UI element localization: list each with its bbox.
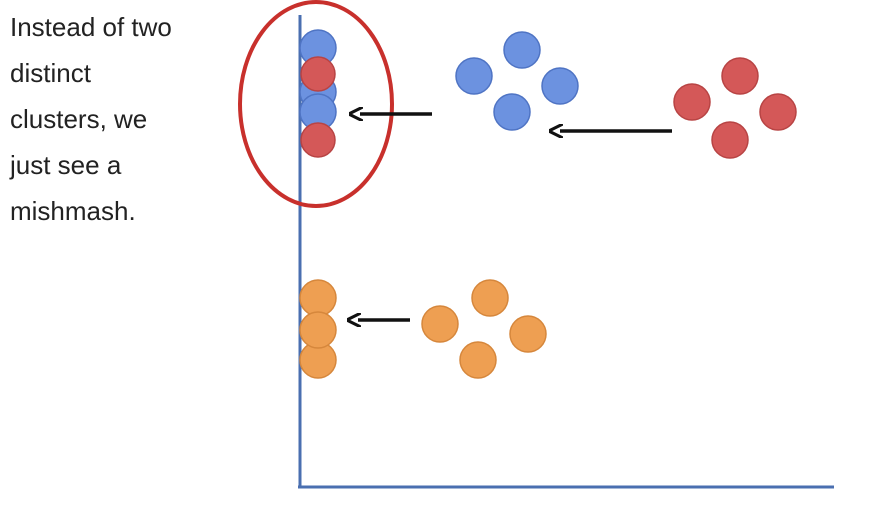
projected-blue-red-points bbox=[299, 29, 337, 158]
blue-point bbox=[503, 31, 541, 69]
red-point bbox=[300, 122, 336, 158]
orange-point bbox=[421, 305, 459, 343]
red-point bbox=[721, 57, 759, 95]
red-cluster-original bbox=[673, 57, 797, 159]
blue-point bbox=[455, 57, 493, 95]
red-point bbox=[300, 56, 336, 92]
blue-point bbox=[541, 67, 579, 105]
orange-point bbox=[471, 279, 509, 317]
caption-line-5: mishmash. bbox=[10, 196, 136, 226]
caption-text: Instead of two distinct clusters, we jus… bbox=[10, 4, 250, 234]
orange-point bbox=[459, 341, 497, 379]
highlight-ellipse bbox=[238, 0, 394, 208]
blue-point bbox=[493, 93, 531, 131]
orange-cluster-original bbox=[421, 279, 547, 379]
orange-point bbox=[509, 315, 547, 353]
red-point bbox=[759, 93, 797, 131]
red-point bbox=[711, 121, 749, 159]
caption-line-3: clusters, we bbox=[10, 104, 148, 134]
projected-orange-points bbox=[299, 279, 337, 379]
caption-line-1: Instead of two bbox=[10, 12, 172, 42]
orange-point bbox=[299, 279, 337, 317]
orange-point bbox=[299, 311, 337, 349]
red-point bbox=[673, 83, 711, 121]
caption-line-4: just see a bbox=[10, 150, 122, 180]
blue-cluster-original bbox=[455, 31, 579, 131]
caption-line-2: distinct bbox=[10, 58, 91, 88]
